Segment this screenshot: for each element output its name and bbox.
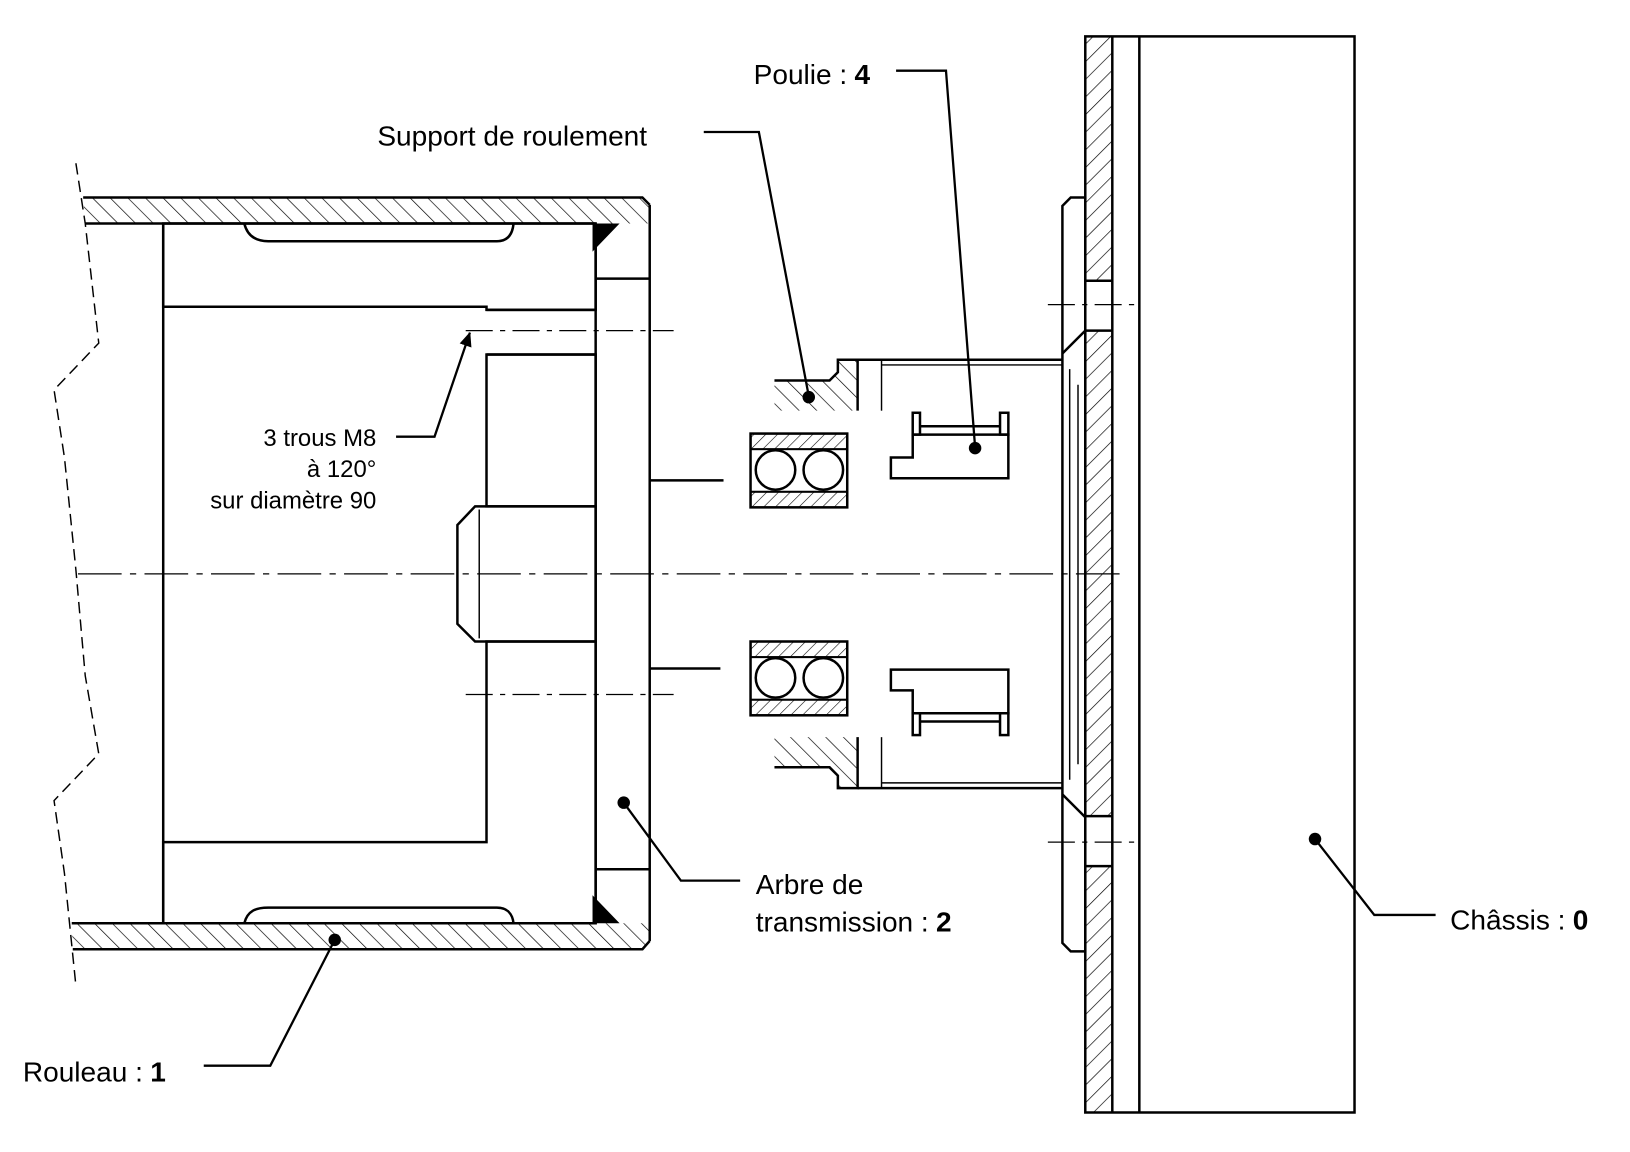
label-poulie: Poulie :4 bbox=[754, 59, 871, 90]
bearing-bottom-outline bbox=[749, 640, 849, 717]
bearing-bottom-inner-ring bbox=[749, 640, 849, 659]
bearing-bottom-ball-1 bbox=[754, 656, 797, 699]
label-arbre-number: 2 bbox=[936, 907, 952, 938]
leader-support bbox=[703, 130, 810, 397]
label-arbre-line2: transmission :2 bbox=[756, 907, 952, 938]
label-trous-line1: 3 trous M8 bbox=[263, 425, 376, 452]
weld-top bbox=[592, 223, 620, 252]
bearing-top-ball-2 bbox=[802, 448, 845, 491]
chassis-hole-top bbox=[1086, 280, 1112, 331]
leader-chassis bbox=[1314, 838, 1436, 917]
label-chassis-number: 0 bbox=[1573, 904, 1589, 935]
leader-dot-chassis bbox=[1308, 832, 1322, 846]
break-line bbox=[53, 163, 100, 986]
hub-top-slot bbox=[243, 223, 515, 243]
chassis-hole-bottom bbox=[1086, 816, 1112, 867]
leaders bbox=[203, 69, 1436, 1067]
leader-dot-rouleau bbox=[328, 933, 341, 947]
bearing-top-inner-ring bbox=[749, 490, 849, 509]
leader-dot-support bbox=[802, 390, 815, 404]
pulley-top bbox=[889, 411, 1010, 480]
pulley-top-flange-left bbox=[911, 411, 922, 436]
pulley-bottom-body bbox=[889, 668, 1010, 715]
chassis-outline bbox=[1084, 35, 1356, 1114]
label-poulie-text: Poulie : bbox=[754, 59, 848, 90]
bearing-top-outer-ring bbox=[749, 432, 849, 451]
label-poulie-number: 4 bbox=[854, 59, 870, 90]
pulley-top-body bbox=[889, 433, 1010, 480]
bearing-top-outline bbox=[749, 432, 849, 509]
support-top-section bbox=[774, 359, 858, 411]
hub-bottom-slot bbox=[243, 906, 515, 924]
chassis-plate-section bbox=[1085, 36, 1113, 1113]
label-trous-line3: sur diamètre 90 bbox=[210, 487, 376, 514]
support-top-outline bbox=[774, 358, 859, 411]
tube-top-wall bbox=[83, 197, 650, 224]
tube-bottom-wall bbox=[71, 923, 650, 950]
label-trous-line2: à 120° bbox=[307, 456, 376, 483]
rouleau-tube bbox=[71, 196, 651, 951]
support-flange-chamfer-bottom bbox=[1061, 793, 1087, 819]
pulley-bottom-flange-right bbox=[998, 711, 1010, 737]
leader-dot-arbre bbox=[617, 796, 630, 809]
support-bottom-outline bbox=[774, 737, 859, 790]
leader-rouleau bbox=[203, 939, 336, 1067]
arbre-disk bbox=[592, 204, 724, 941]
label-rouleau-number: 1 bbox=[150, 1056, 166, 1087]
support-bottom-section bbox=[774, 737, 858, 789]
tube-bottom-outline bbox=[72, 940, 651, 951]
tube-top-outline bbox=[83, 196, 651, 206]
pulley-bottom bbox=[889, 668, 1010, 737]
bearing-bottom-ball-2 bbox=[802, 656, 845, 699]
bearing-top-ball-1 bbox=[754, 448, 797, 491]
weld-bottom bbox=[592, 895, 620, 924]
chassis bbox=[1047, 35, 1356, 1114]
label-chassis-text: Châssis : bbox=[1450, 904, 1565, 935]
bearing-bottom bbox=[749, 640, 849, 717]
label-support: Support de roulement bbox=[377, 121, 647, 152]
label-chassis: Châssis : 0 bbox=[1450, 904, 1588, 935]
hub-web-upper bbox=[485, 353, 597, 508]
label-arbre-text: transmission : bbox=[756, 907, 929, 938]
label-arbre-line1: Arbre de bbox=[756, 869, 864, 900]
pulley-bottom-flange-left bbox=[911, 711, 922, 737]
pulley-top-flange-right bbox=[998, 411, 1010, 436]
bearing-top bbox=[749, 432, 849, 509]
leader-trous bbox=[396, 331, 472, 438]
label-rouleau: Rouleau :1 bbox=[23, 1056, 166, 1087]
hub-top-section bbox=[161, 222, 597, 312]
leader-arbre bbox=[622, 801, 741, 882]
leader-dot-poulie bbox=[968, 441, 982, 455]
leader-poulie bbox=[896, 69, 977, 448]
hub-bottom-section bbox=[161, 640, 597, 925]
label-rouleau-text: Rouleau : bbox=[23, 1056, 143, 1087]
support-flange-chamfer-top bbox=[1061, 329, 1087, 355]
bearing-bottom-outer-ring bbox=[749, 698, 849, 717]
bearing-support bbox=[774, 358, 1063, 790]
